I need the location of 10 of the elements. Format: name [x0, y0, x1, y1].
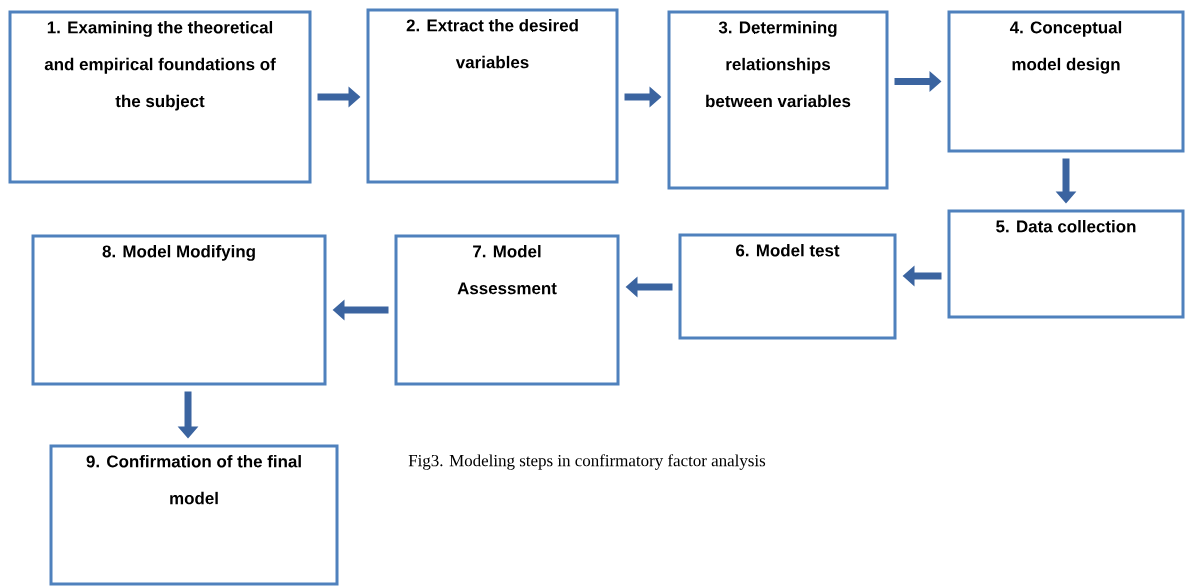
- caption: Fig3. Modeling steps in confirmatory factor analysis: [408, 454, 766, 470]
- process-box: 9. Confirmation of the final model: [49, 444, 339, 586]
- process-box: 5. Data collection: [947, 209, 1185, 319]
- process-box: 2. Extract the desired variables: [366, 8, 619, 184]
- process-box: 4. Conceptual model design: [947, 10, 1185, 153]
- process-box: 7. Model Assessment: [394, 234, 620, 386]
- process-box: 3. Determining relationships between variables: [667, 10, 889, 190]
- process-box: 6. Model test: [678, 233, 897, 340]
- process-box: 8. Model Modifying: [31, 234, 327, 386]
- process-box: 1. Examining the theoretical and empirical foundations of the subject: [8, 10, 312, 184]
